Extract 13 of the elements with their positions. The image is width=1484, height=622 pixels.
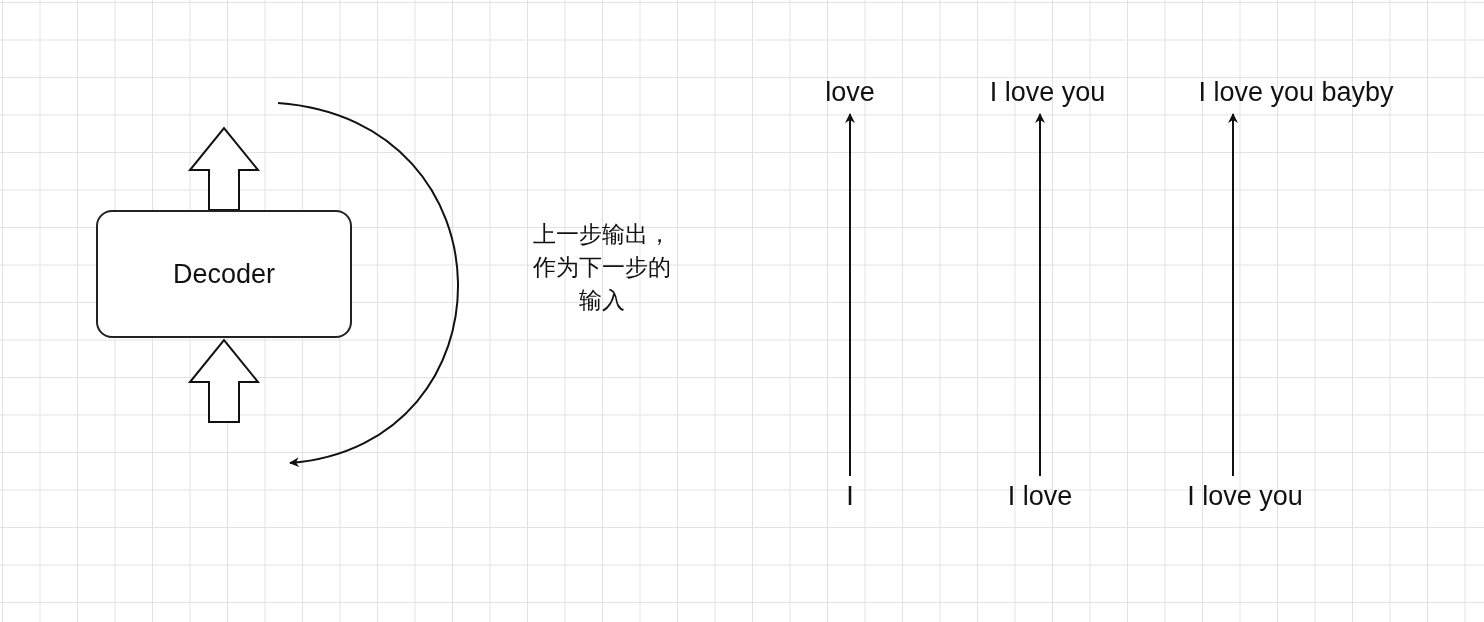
arrow <box>1035 113 1045 477</box>
block-arrow <box>187 126 261 211</box>
token-text: I <box>820 480 880 514</box>
block-arrow <box>187 338 261 423</box>
token-text: I love <box>980 480 1100 514</box>
token-text: love <box>800 76 900 110</box>
note-text: 上一步输出，作为下一步的输入 <box>532 220 672 315</box>
token-text: I love you bayby <box>1160 76 1432 110</box>
decoder-box: Decoder <box>96 210 352 338</box>
token-text: I love you <box>960 76 1135 110</box>
token-text: I love you <box>1150 480 1340 514</box>
arrow <box>1228 113 1238 477</box>
arrow <box>845 113 855 477</box>
